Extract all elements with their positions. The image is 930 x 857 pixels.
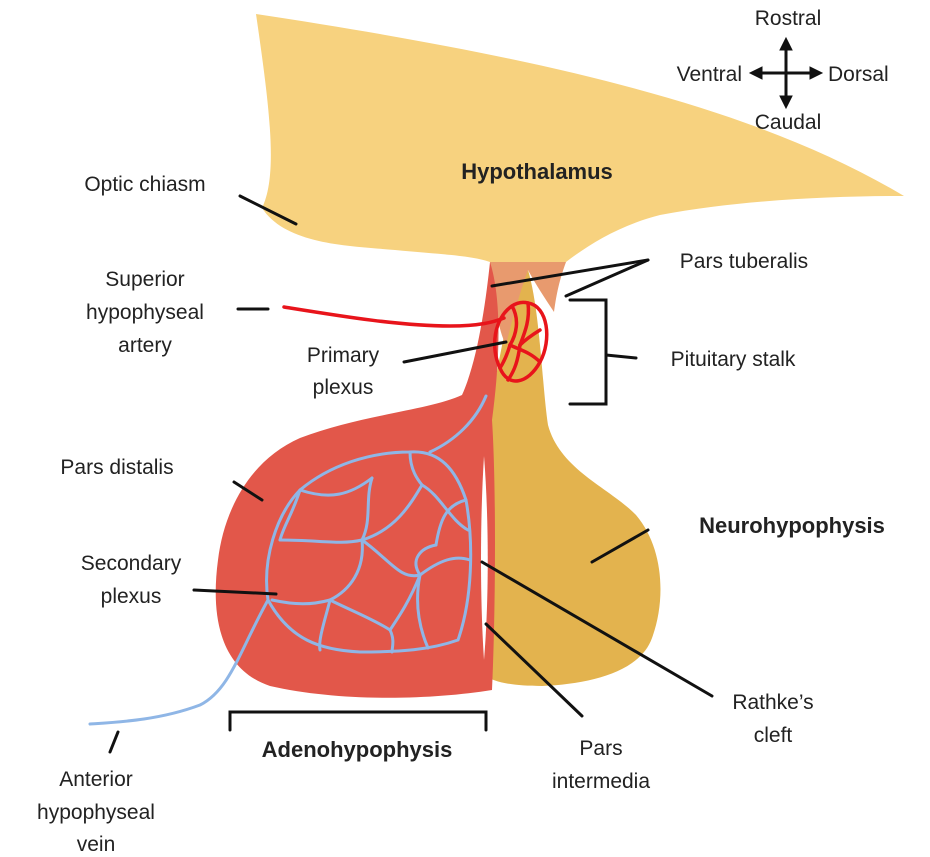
compass-dorsal: Dorsal bbox=[828, 63, 889, 86]
label-primary-plexus-2: plexus bbox=[313, 376, 374, 399]
label-anterior-vein-2: hypophyseal bbox=[37, 801, 155, 824]
label-primary-plexus-1: Primary bbox=[307, 344, 380, 367]
label-neurohypophysis: Neurohypophysis bbox=[699, 513, 885, 538]
compass-ventral: Ventral bbox=[677, 63, 742, 86]
label-superior-artery-1: Superior bbox=[105, 268, 184, 291]
label-adenohypophysis: Adenohypophysis bbox=[262, 737, 453, 762]
label-hypothalamus: Hypothalamus bbox=[461, 159, 613, 184]
label-optic-chiasm: Optic chiasm bbox=[84, 173, 205, 196]
label-pars-intermedia-2: intermedia bbox=[552, 770, 650, 793]
label-pars-distalis: Pars distalis bbox=[60, 456, 173, 479]
neurohypophysis-shape bbox=[486, 270, 660, 686]
label-superior-artery-2: hypophyseal bbox=[86, 301, 204, 324]
label-rathkes-cleft-2: cleft bbox=[754, 724, 793, 747]
label-secondary-plexus-2: plexus bbox=[101, 585, 162, 608]
label-secondary-plexus-1: Secondary bbox=[81, 552, 182, 575]
label-pars-tuberalis: Pars tuberalis bbox=[680, 250, 808, 273]
label-pituitary-stalk: Pituitary stalk bbox=[671, 348, 796, 371]
hypothalamus-shape bbox=[256, 14, 904, 262]
label-pars-intermedia-1: Pars bbox=[579, 737, 622, 760]
label-anterior-vein-3: vein bbox=[77, 833, 116, 856]
label-superior-artery-3: artery bbox=[118, 334, 172, 357]
label-rathkes-cleft-1: Rathke’s bbox=[732, 691, 813, 714]
compass-rostral: Rostral bbox=[755, 7, 822, 30]
label-anterior-vein-1: Anterior bbox=[59, 768, 133, 791]
compass-caudal: Caudal bbox=[755, 111, 822, 134]
orientation-compass bbox=[750, 38, 822, 108]
